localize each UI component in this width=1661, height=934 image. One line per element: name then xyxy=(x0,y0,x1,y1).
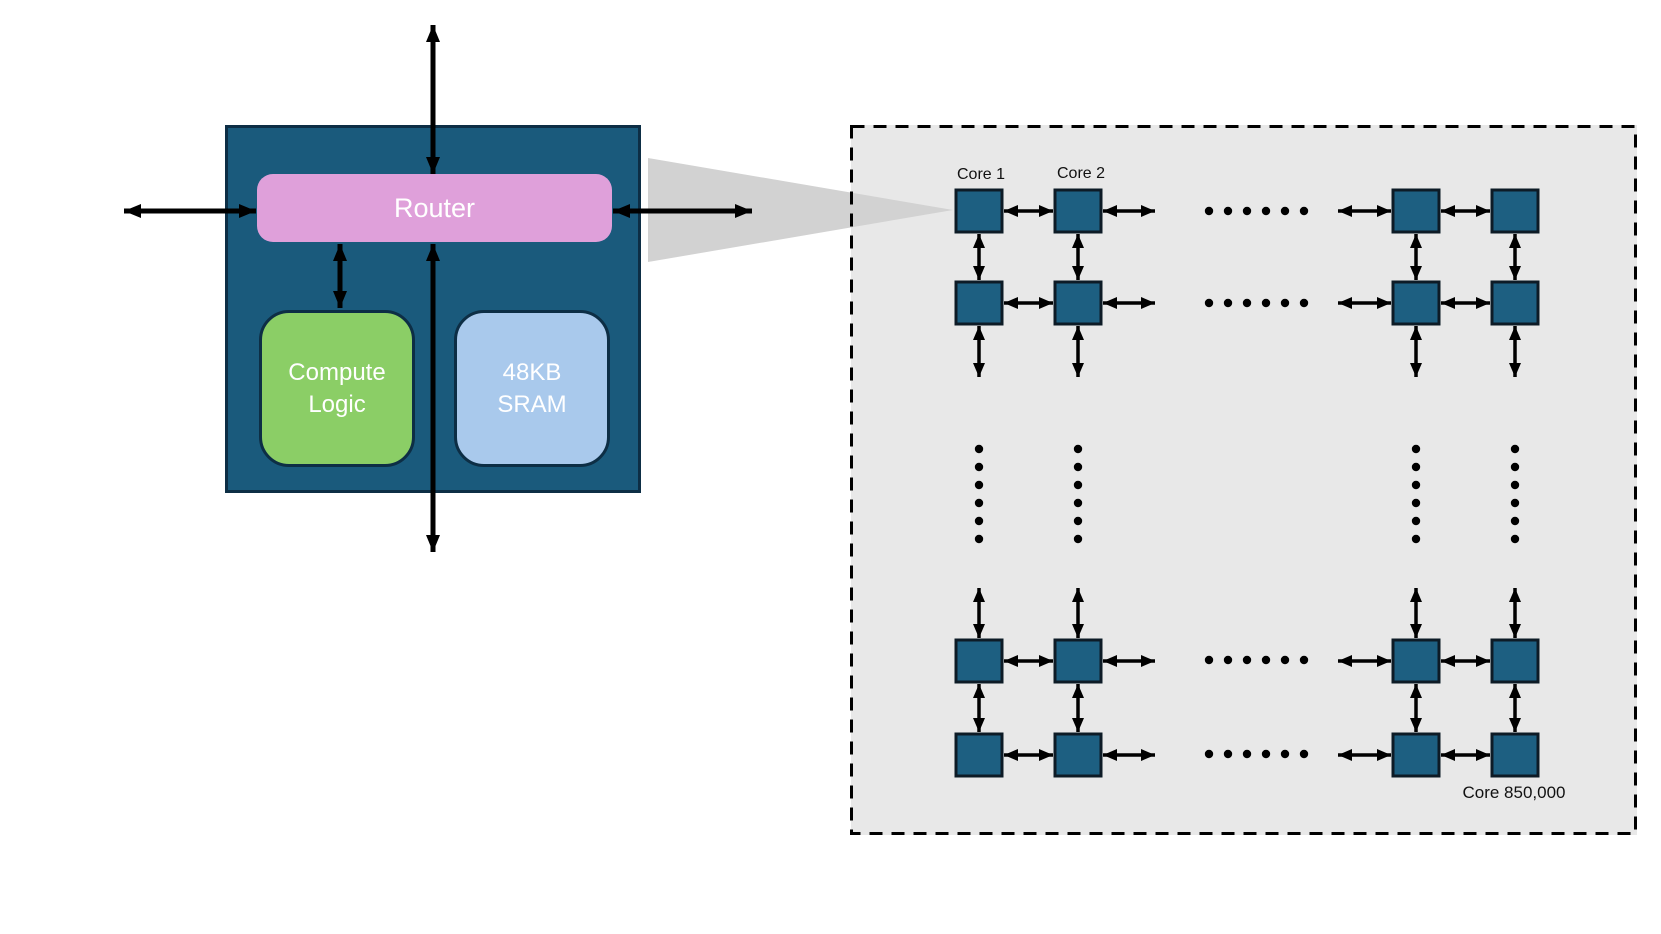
core-square xyxy=(1490,280,1540,326)
core-grid-background xyxy=(851,125,1637,835)
ellipsis-dot xyxy=(1223,206,1233,216)
core-square xyxy=(1053,638,1103,684)
core-square xyxy=(1053,732,1103,778)
ellipsis-dots xyxy=(974,206,1520,759)
core-square xyxy=(954,732,1004,778)
sram-box: 48KB SRAM xyxy=(454,310,610,467)
ellipsis-dot xyxy=(1073,480,1083,490)
ellipsis-dot xyxy=(974,534,984,544)
ellipsis-dot xyxy=(1299,749,1309,759)
ellipsis-dot xyxy=(1411,480,1421,490)
ellipsis-dot xyxy=(974,480,984,490)
ellipsis-dot xyxy=(1204,298,1214,308)
ellipsis-dot xyxy=(974,498,984,508)
core-square xyxy=(1053,280,1103,326)
compute-logic-box: Compute Logic xyxy=(259,310,415,467)
ellipsis-dot xyxy=(1280,206,1290,216)
ellipsis-dot xyxy=(1261,298,1271,308)
compute-logic-label-line2: Logic xyxy=(308,390,366,418)
core-square xyxy=(1391,188,1441,234)
core1-label: Core 1 xyxy=(956,166,1006,183)
ellipsis-dot xyxy=(1280,298,1290,308)
ellipsis-dot xyxy=(1204,655,1214,665)
sram-label-line2: SRAM xyxy=(497,390,567,418)
ellipsis-dot xyxy=(1510,498,1520,508)
ellipsis-dot xyxy=(1411,462,1421,472)
core-square xyxy=(954,280,1004,326)
ellipsis-dot xyxy=(1411,498,1421,508)
ellipsis-dot xyxy=(1204,749,1214,759)
ellipsis-dot xyxy=(974,516,984,526)
ellipsis-dot xyxy=(1204,206,1214,216)
ellipsis-dot xyxy=(1261,749,1271,759)
ellipsis-dot xyxy=(1073,444,1083,454)
ellipsis-dot xyxy=(1510,480,1520,490)
ellipsis-dot xyxy=(1223,749,1233,759)
ellipsis-dot xyxy=(1223,298,1233,308)
router-box: Router xyxy=(257,174,612,242)
core-square xyxy=(1490,188,1540,234)
ellipsis-dot xyxy=(1073,534,1083,544)
ellipsis-dot xyxy=(1223,655,1233,665)
ellipsis-dot xyxy=(1242,655,1252,665)
core-square xyxy=(1053,188,1103,234)
core-square xyxy=(1490,732,1540,778)
ellipsis-dot xyxy=(974,462,984,472)
ellipsis-dot xyxy=(1242,206,1252,216)
core-square xyxy=(954,638,1004,684)
core-square xyxy=(954,188,1004,234)
core-mesh-links xyxy=(973,205,1521,761)
zoom-callout-triangle xyxy=(648,158,953,262)
ellipsis-dot xyxy=(1261,206,1271,216)
ellipsis-dot xyxy=(1299,655,1309,665)
last-core-label: Core 850,000 xyxy=(1462,783,1566,802)
ellipsis-dot xyxy=(1411,444,1421,454)
core-square xyxy=(1490,638,1540,684)
core-mesh-squares xyxy=(954,188,1540,778)
core-square xyxy=(1391,732,1441,778)
core-square xyxy=(1391,280,1441,326)
ellipsis-dot xyxy=(1242,298,1252,308)
ellipsis-dot xyxy=(1510,462,1520,472)
core-square xyxy=(1391,638,1441,684)
ellipsis-dot xyxy=(1242,749,1252,759)
ellipsis-dot xyxy=(1411,534,1421,544)
core2-label: Core 2 xyxy=(1056,165,1106,182)
ellipsis-dot xyxy=(1510,516,1520,526)
sram-label-line1: 48KB xyxy=(502,358,562,386)
ellipsis-dot xyxy=(1073,498,1083,508)
ellipsis-dot xyxy=(1073,516,1083,526)
ellipsis-dot xyxy=(1510,534,1520,544)
ellipsis-dot xyxy=(1510,444,1520,454)
ellipsis-dot xyxy=(1280,749,1290,759)
core-grid-dashed-border xyxy=(850,125,1637,835)
compute-logic-label-line1: Compute xyxy=(288,358,386,386)
ellipsis-dot xyxy=(1411,516,1421,526)
router-label: Router xyxy=(393,192,476,223)
ellipsis-dot xyxy=(974,444,984,454)
ellipsis-dot xyxy=(1299,298,1309,308)
ellipsis-dot xyxy=(1280,655,1290,665)
ellipsis-dot xyxy=(1261,655,1271,665)
ellipsis-dot xyxy=(1299,206,1309,216)
ellipsis-dot xyxy=(1073,462,1083,472)
